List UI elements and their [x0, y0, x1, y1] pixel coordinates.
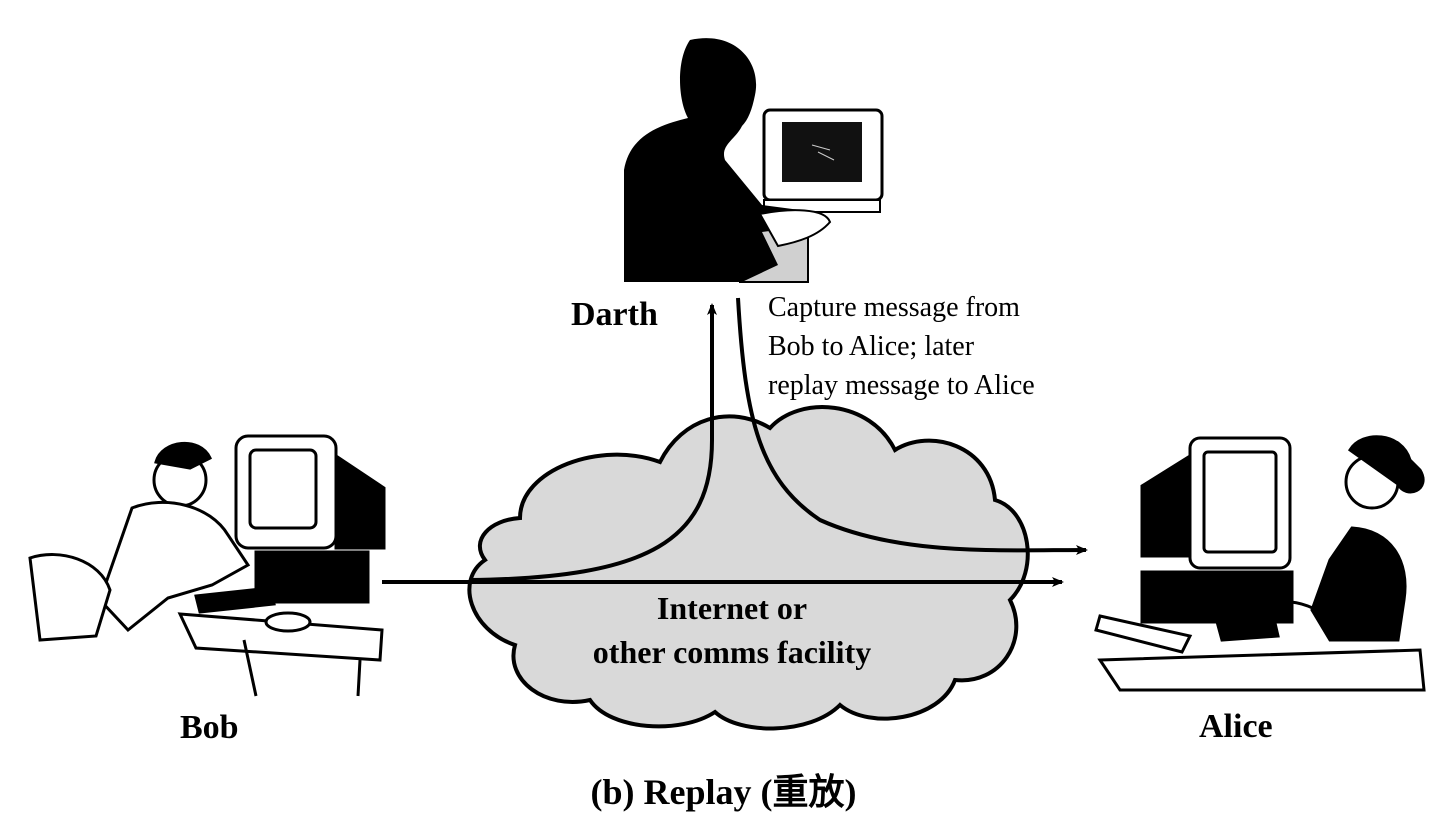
- person-at-computer-icon: [1094, 435, 1426, 692]
- figure-caption: (b) Replay (重放): [590, 772, 857, 812]
- network-label-line: Internet or: [656, 590, 808, 626]
- annotation-line: Bob to Alice; later: [768, 331, 975, 362]
- bob-label: Bob: [180, 709, 239, 746]
- darth-label: Darth: [571, 296, 658, 333]
- annotation-line: Capture message from: [768, 292, 1020, 323]
- capture-arrow: [469, 303, 717, 582]
- network-label: Internet or other comms facility: [530, 586, 934, 674]
- cloud-icon: [467, 405, 1030, 731]
- alice-label: Alice: [1199, 708, 1273, 745]
- person-at-computer-icon: [28, 434, 386, 697]
- network-label-line: other comms facility: [592, 634, 872, 670]
- message-arrows: [382, 297, 1088, 587]
- replay-arrow: [736, 297, 1088, 556]
- attack-annotation: Capture message from Bob to Alice; later…: [768, 288, 1035, 405]
- annotation-line: replay message to Alice: [768, 370, 1035, 401]
- silhouette-at-terminal-icon: [624, 38, 884, 283]
